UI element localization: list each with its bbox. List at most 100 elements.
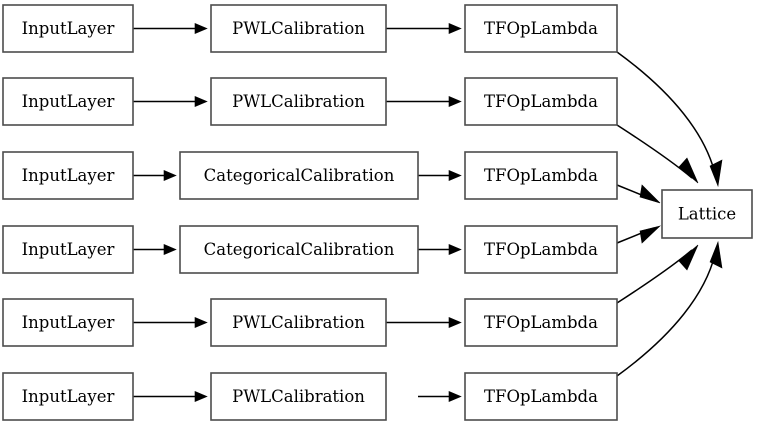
node-label: InputLayer <box>22 387 115 406</box>
node-label: TFOpLambda <box>484 166 598 185</box>
node-in3[interactable]: InputLayer <box>2 151 134 200</box>
node-box[interactable] <box>464 372 618 421</box>
node-op1[interactable]: TFOpLambda <box>464 4 618 53</box>
arrowhead-icon <box>163 243 177 256</box>
node-box[interactable] <box>464 298 618 347</box>
node-cal5[interactable]: PWLCalibration <box>210 298 387 347</box>
edge-in4-to-cal4 <box>133 243 177 256</box>
node-label: TFOpLambda <box>484 313 598 332</box>
node-in2[interactable]: InputLayer <box>2 77 134 126</box>
arrowhead-icon <box>709 240 723 269</box>
node-label: CategoricalCalibration <box>204 240 395 259</box>
node-box[interactable] <box>179 225 419 274</box>
node-box[interactable] <box>210 372 387 421</box>
node-label: InputLayer <box>22 240 115 259</box>
edge-line <box>616 51 717 179</box>
arrowhead-icon <box>678 157 699 184</box>
node-box[interactable] <box>2 372 134 421</box>
node-cal4[interactable]: CategoricalCalibration <box>179 225 419 274</box>
edge-in2-to-cal2 <box>133 95 208 108</box>
edge-op2-to-lattice <box>616 124 699 184</box>
node-in1[interactable]: InputLayer <box>2 4 134 53</box>
arrowhead-icon <box>194 95 208 108</box>
node-label: TFOpLambda <box>484 240 598 259</box>
node-box[interactable] <box>2 4 134 53</box>
edge-in5-to-cal5 <box>133 316 208 329</box>
node-box[interactable] <box>210 298 387 347</box>
node-label: InputLayer <box>22 92 115 111</box>
arrowhead-icon <box>448 95 462 108</box>
edge-op3-to-lattice <box>616 184 661 204</box>
arrowhead-icon <box>448 169 462 182</box>
node-box[interactable] <box>464 4 618 53</box>
edge-line <box>616 249 717 377</box>
node-label: InputLayer <box>22 19 115 38</box>
arrowhead-icon <box>448 243 462 256</box>
edge-cal6-to-op6 <box>418 390 462 403</box>
node-box[interactable] <box>210 77 387 126</box>
node-label: PWLCalibration <box>232 313 365 332</box>
node-in6[interactable]: InputLayer <box>2 372 134 421</box>
node-label: PWLCalibration <box>232 387 365 406</box>
node-label: TFOpLambda <box>484 19 598 38</box>
node-in5[interactable]: InputLayer <box>2 298 134 347</box>
edge-cal5-to-op5 <box>386 316 462 329</box>
node-label: PWLCalibration <box>232 19 365 38</box>
arrowhead-icon <box>448 316 462 329</box>
edge-line <box>616 249 693 304</box>
node-box[interactable] <box>179 151 419 200</box>
node-label: Lattice <box>678 205 736 224</box>
node-box[interactable] <box>2 225 134 274</box>
edge-op5-to-lattice <box>616 244 699 304</box>
node-op4[interactable]: TFOpLambda <box>464 225 618 274</box>
arrowhead-icon <box>678 244 699 271</box>
node-box[interactable] <box>464 77 618 126</box>
node-label: PWLCalibration <box>232 92 365 111</box>
node-cal3[interactable]: CategoricalCalibration <box>179 151 419 200</box>
edge-op4-to-lattice <box>616 225 662 244</box>
arrowhead-icon <box>448 390 462 403</box>
edge-op1-to-lattice <box>616 51 723 188</box>
arrowhead-icon <box>709 159 723 188</box>
edge-line <box>616 124 693 179</box>
edge-layer <box>133 22 723 403</box>
edge-op6-to-lattice <box>616 240 723 377</box>
node-box[interactable] <box>2 151 134 200</box>
node-cal6[interactable]: PWLCalibration <box>210 372 387 421</box>
edge-cal4-to-op4 <box>418 243 462 256</box>
arrowhead-icon <box>639 184 661 204</box>
node-box[interactable] <box>2 77 134 126</box>
arrowhead-icon <box>639 225 662 244</box>
node-box[interactable] <box>210 4 387 53</box>
arrowhead-icon <box>194 316 208 329</box>
node-in4[interactable]: InputLayer <box>2 225 134 274</box>
edge-cal2-to-op2 <box>386 95 462 108</box>
arrowhead-icon <box>194 390 208 403</box>
node-box[interactable] <box>464 225 618 274</box>
node-lattice[interactable]: Lattice <box>661 189 753 239</box>
edge-in6-to-cal6 <box>133 390 208 403</box>
edge-in3-to-cal3 <box>133 169 177 182</box>
node-label: InputLayer <box>22 313 115 332</box>
node-op2[interactable]: TFOpLambda <box>464 77 618 126</box>
arrowhead-icon <box>163 169 177 182</box>
node-box[interactable] <box>661 189 753 239</box>
edge-in1-to-cal1 <box>133 22 208 35</box>
node-op3[interactable]: TFOpLambda <box>464 151 618 200</box>
node-op6[interactable]: TFOpLambda <box>464 372 618 421</box>
edge-cal1-to-op1 <box>386 22 462 35</box>
node-box[interactable] <box>464 151 618 200</box>
node-label: InputLayer <box>22 166 115 185</box>
node-label: CategoricalCalibration <box>204 166 395 185</box>
node-label: TFOpLambda <box>484 387 598 406</box>
arrowhead-icon <box>448 22 462 35</box>
node-op5[interactable]: TFOpLambda <box>464 298 618 347</box>
node-cal2[interactable]: PWLCalibration <box>210 77 387 126</box>
node-label: TFOpLambda <box>484 92 598 111</box>
node-box[interactable] <box>2 298 134 347</box>
arrowhead-icon <box>194 22 208 35</box>
node-cal1[interactable]: PWLCalibration <box>210 4 387 53</box>
